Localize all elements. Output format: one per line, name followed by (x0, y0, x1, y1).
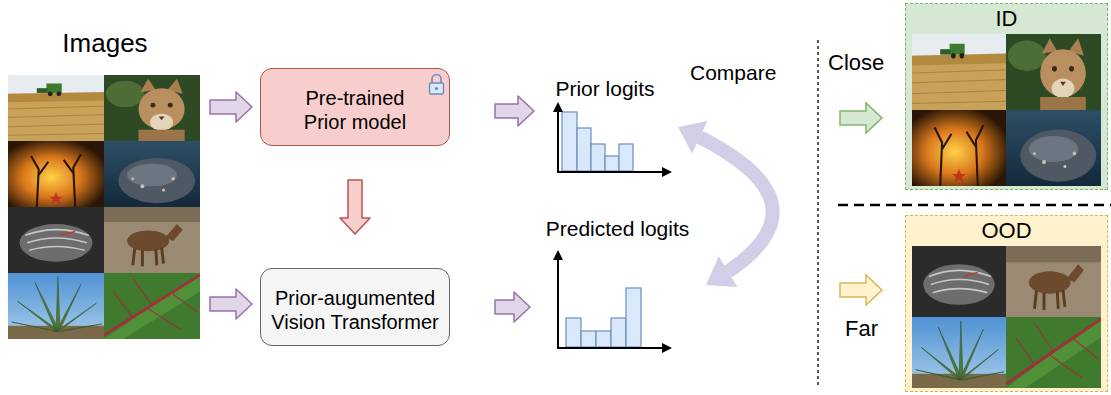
photo (1006, 34, 1101, 110)
bar (626, 288, 641, 347)
photo (912, 34, 1006, 110)
transformer-box: Prior-augumented Vision Transformer (260, 268, 450, 346)
photo (912, 317, 1006, 388)
photo (1006, 317, 1101, 388)
arrow-shape (495, 292, 530, 322)
close-arrow (840, 103, 882, 133)
node-title: Predicted logits (546, 216, 690, 241)
photo (8, 75, 104, 141)
arrow-head (706, 256, 737, 287)
flow-arrow (210, 92, 252, 122)
axis-head (662, 343, 672, 353)
node-title: ID (996, 6, 1018, 32)
bar (566, 318, 581, 347)
arrow-shape (210, 289, 252, 319)
edge-label: Compare (690, 60, 776, 85)
chart-axes (558, 258, 664, 348)
divider-line (838, 204, 1111, 207)
flow-arrow (495, 292, 530, 322)
node-title: Prior-augumented Vision Transformer (267, 286, 443, 334)
arrow-shape (210, 92, 252, 122)
node-title: Prior logits (555, 76, 654, 101)
far-label: Far (845, 316, 878, 342)
axis-head (553, 102, 563, 112)
predicted-chart (553, 250, 672, 353)
lock-icon (430, 75, 444, 95)
bar (605, 156, 619, 171)
photo (912, 246, 1006, 317)
ood-images (912, 246, 1101, 388)
bar (611, 318, 626, 347)
far-arrow (840, 275, 882, 305)
photo (8, 141, 104, 207)
arrow-shape (340, 180, 370, 234)
lock-body (430, 83, 444, 94)
lock-shackle (432, 75, 441, 84)
bars (566, 288, 641, 347)
axis-head (553, 250, 563, 260)
bar (596, 331, 611, 347)
photo (1006, 110, 1101, 186)
bars (562, 112, 633, 171)
arrow-head (678, 121, 707, 154)
flow-arrow (340, 180, 370, 234)
photo (912, 110, 1006, 186)
bar (591, 144, 605, 171)
photo (104, 75, 200, 141)
photo (104, 141, 200, 207)
node-title: Images (62, 28, 147, 59)
bar (562, 112, 577, 171)
flow-arrow (210, 289, 252, 319)
image-grid (8, 75, 200, 339)
prior-chart (553, 102, 672, 177)
photo (104, 273, 200, 339)
axis-head (662, 167, 672, 177)
photo (1006, 246, 1101, 317)
arrow-shaft (700, 137, 773, 271)
flow-arrow (495, 96, 534, 126)
compare-arrow (678, 121, 773, 287)
photo (8, 207, 104, 273)
divider-line (817, 40, 818, 388)
node-title: Pre-trained Prior model (290, 86, 420, 134)
close-label: Close (828, 50, 884, 76)
node-title: OOD (981, 218, 1031, 244)
bar (577, 128, 591, 171)
photo (8, 273, 104, 339)
prior-model-box: Pre-trained Prior model (260, 68, 450, 146)
arrow-shape (495, 96, 534, 126)
id-images (912, 34, 1101, 186)
bar (581, 331, 596, 347)
photo (104, 207, 200, 273)
chart-axes (558, 110, 664, 172)
bar (619, 144, 633, 171)
lock-hole (435, 87, 438, 90)
